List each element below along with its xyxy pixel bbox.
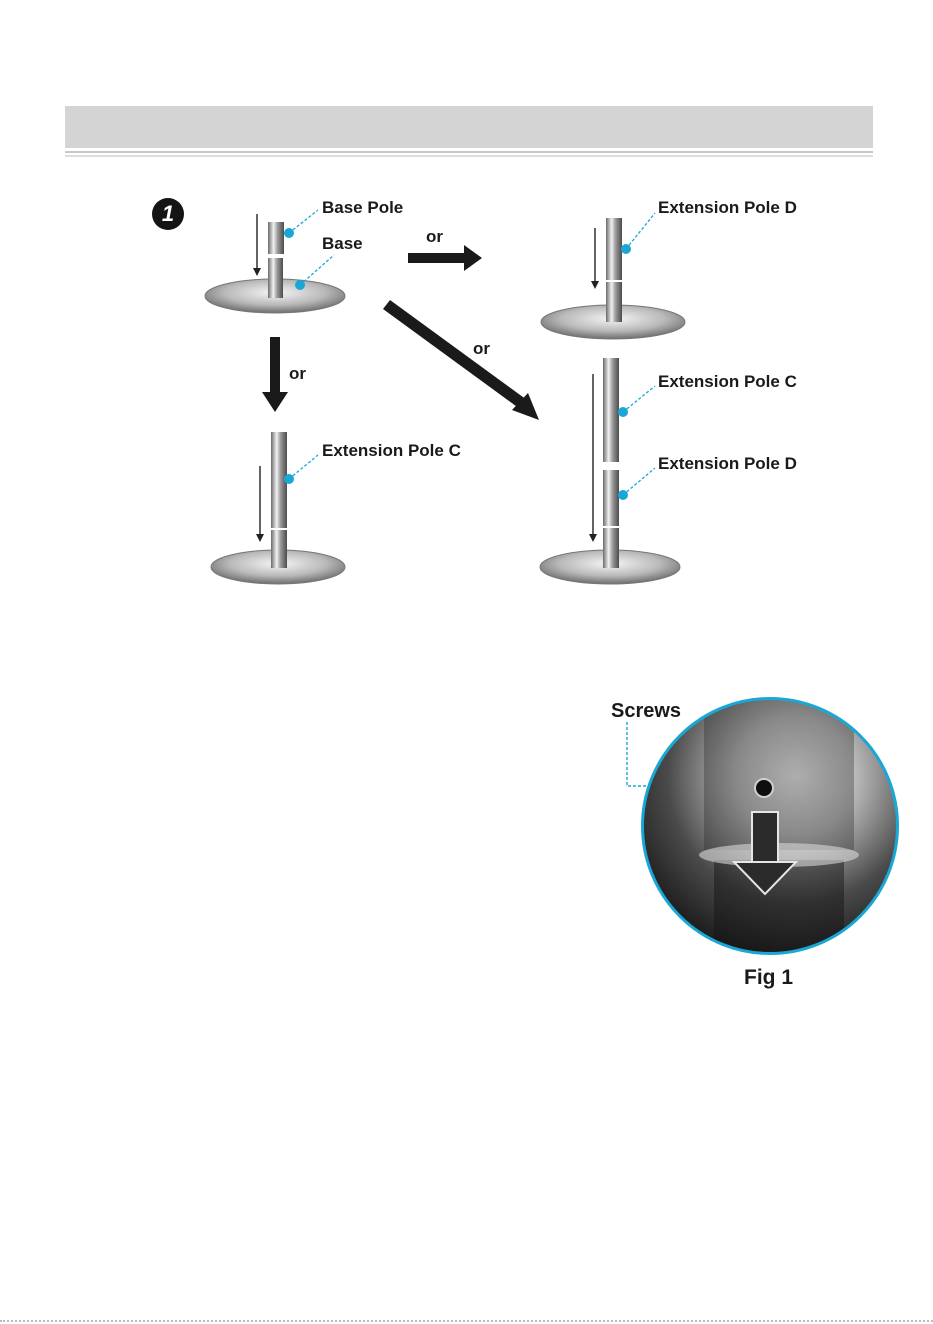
label-extension-pole-c-right: Extension Pole C xyxy=(658,372,797,392)
figure-caption: Fig 1 xyxy=(744,966,793,990)
label-or-diagonal: or xyxy=(473,339,490,359)
arrow-right xyxy=(408,245,482,271)
label-or-right: or xyxy=(426,227,443,247)
arrow-diagonal xyxy=(383,300,539,420)
label-extension-pole-c-bottom: Extension Pole C xyxy=(322,441,461,461)
fig1-closeup-photo xyxy=(641,697,899,955)
label-extension-pole-d-right: Extension Pole D xyxy=(658,454,797,474)
label-base: Base xyxy=(322,234,363,254)
label-or-down: or xyxy=(289,364,306,384)
label-extension-pole-d-top: Extension Pole D xyxy=(658,198,797,218)
base-stem xyxy=(268,258,283,298)
down-arrow-icon xyxy=(752,812,778,864)
base-assembly-top-left xyxy=(205,210,345,313)
screw-hole-icon xyxy=(755,779,773,797)
page-bottom-border xyxy=(0,1320,933,1322)
label-base-pole: Base Pole xyxy=(322,198,403,218)
insert-arrow-head xyxy=(253,268,261,276)
assembly-extension-pole-d xyxy=(541,213,685,339)
arrow-down xyxy=(262,337,288,412)
base-pole xyxy=(268,222,284,254)
